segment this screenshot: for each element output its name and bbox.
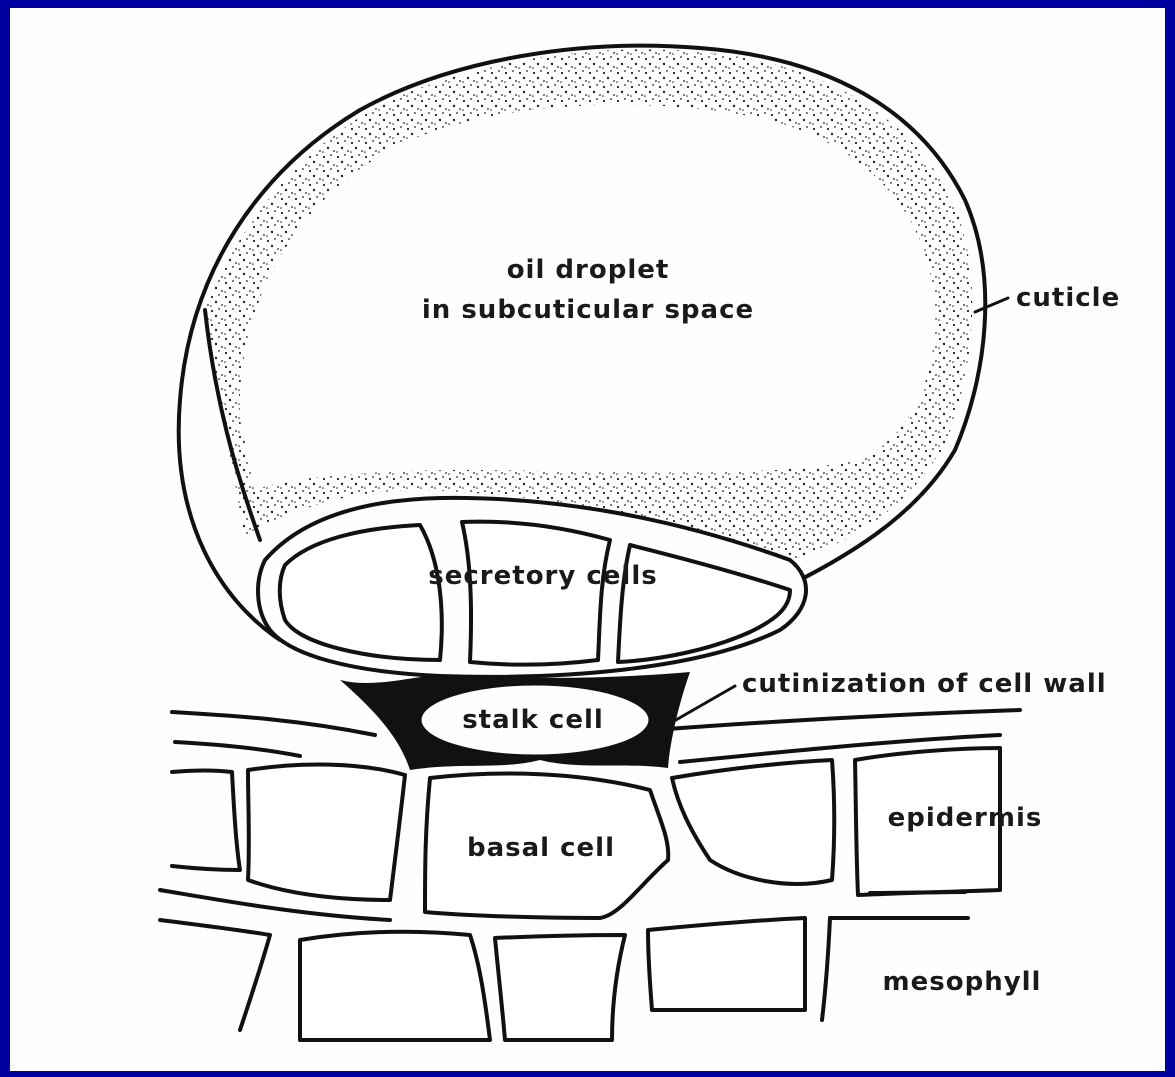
label-mesophyll: mesophyll <box>883 967 1042 997</box>
label-cuticle: cuticle <box>1016 283 1120 313</box>
label-epidermis: epidermis <box>888 803 1043 833</box>
label-cutinization: cutinization of cell wall <box>742 669 1107 699</box>
label-stalk-cell: stalk cell <box>462 705 604 735</box>
label-oil-droplet-line1: oil droplet <box>507 255 670 285</box>
label-basal-cell: basal cell <box>467 833 615 863</box>
secretory-cell-2 <box>462 522 610 665</box>
label-secretory-cells: secretory cells <box>428 561 657 591</box>
label-oil-droplet-line2: in subcuticular space <box>422 295 754 325</box>
cuticle-leader <box>975 298 1008 312</box>
